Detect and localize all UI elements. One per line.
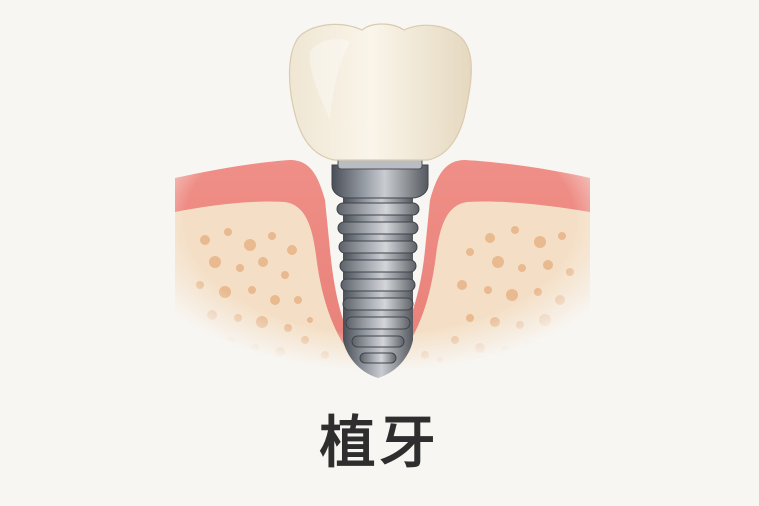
jaw-bone-and-gum (175, 160, 590, 390)
dental-crown (288, 23, 472, 161)
caption-label: 植牙 (319, 411, 440, 476)
crown-highlight (309, 39, 350, 121)
implant-screw (336, 195, 420, 378)
implant-abutment (331, 156, 429, 199)
jaw-bone (175, 201, 590, 390)
bone-pores (196, 226, 574, 377)
screw-threads (336, 202, 420, 364)
